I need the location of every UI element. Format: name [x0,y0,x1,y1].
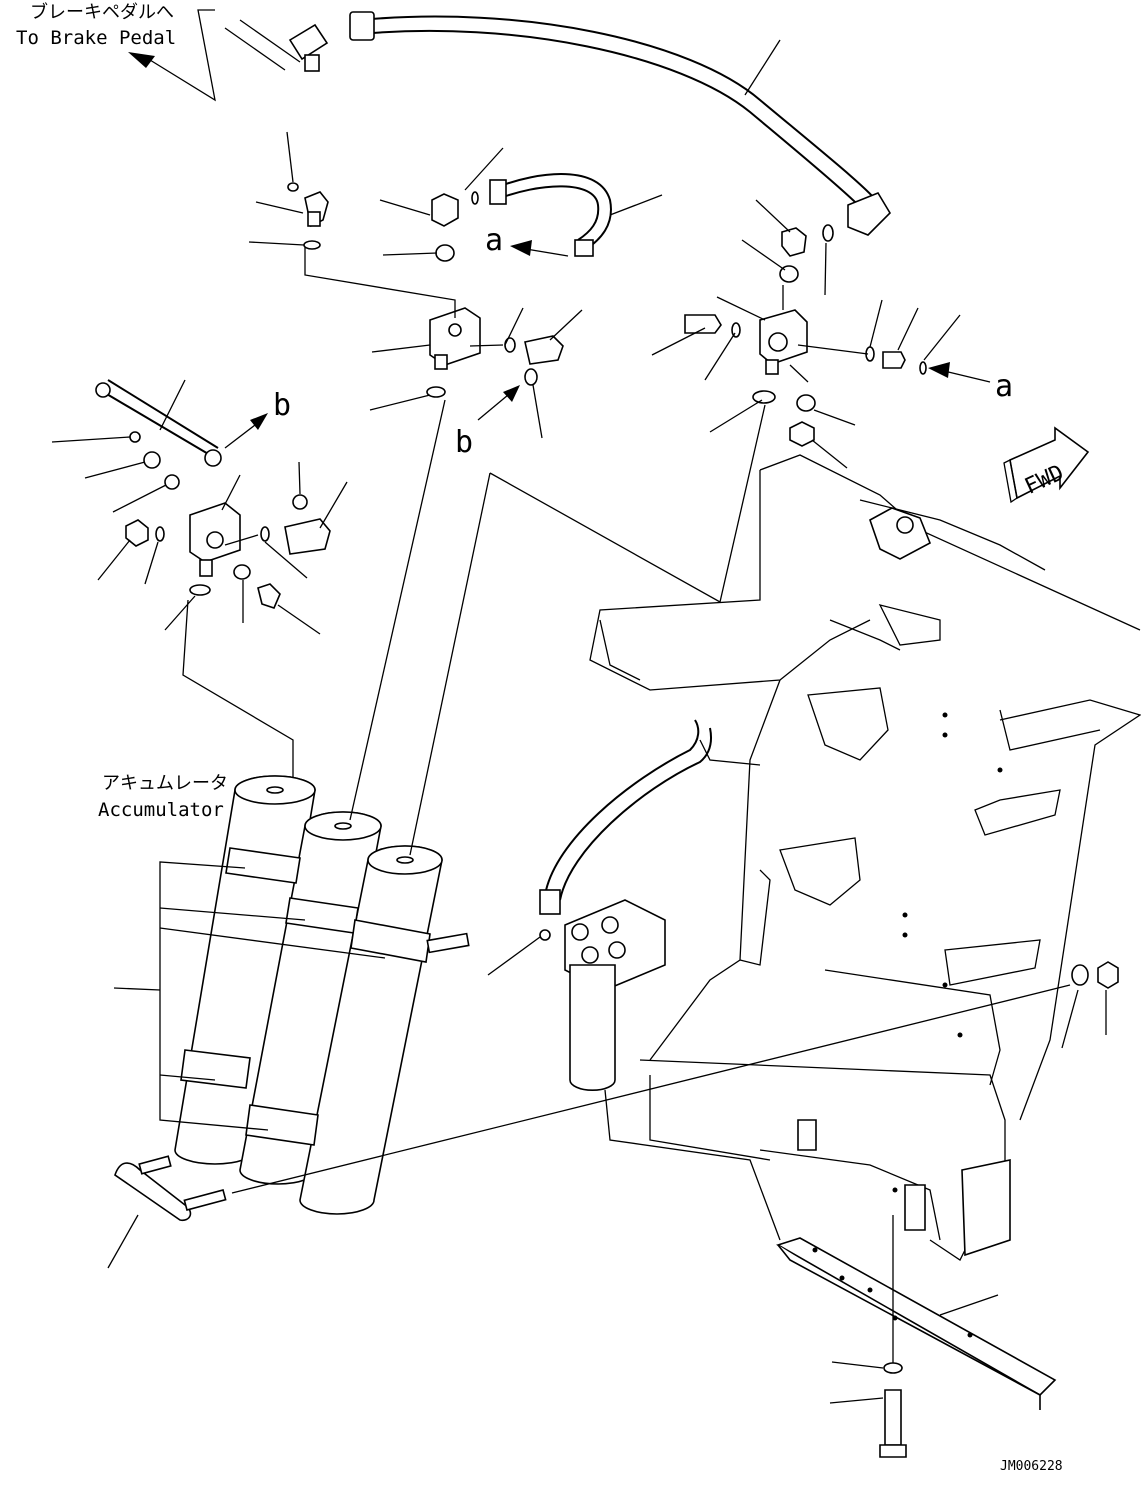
center-adapter [524,335,564,365]
brake-leader-line [149,9,216,102]
brake-arrow-icon [128,52,155,68]
ref-a-arrow-icon-2 [928,362,950,378]
center-valve-block [304,147,583,439]
right-adapter-right [882,351,906,369]
ref-b-arrow-icon-2 [250,413,268,430]
brake-pipe-end [224,19,301,71]
bracket-bar [776,1237,1057,1396]
ref-b-callout-mid: b [455,385,520,460]
small-hose-fitting-b [574,239,594,257]
brake-pedal-label-en: To Brake Pedal [16,27,176,49]
ref-a-label-2: a [995,369,1013,404]
right-elbow-fitting [781,227,807,257]
upper-left-fittings [248,131,329,250]
top-hose [349,11,892,236]
clamp-5 [245,1104,319,1146]
left-sensor [257,583,281,609]
filter-canister [569,964,616,1092]
center-elbow-fitting [431,193,459,227]
ref-b-label-1: b [455,425,473,460]
clamp-3 [350,919,431,963]
right-nut [789,421,815,447]
clamp-1 [225,847,301,884]
clamp-bolt [426,932,470,954]
accumulator-group [113,399,766,1215]
accumulator-label-jp: アキュムレータ [102,773,228,794]
brake-nut [304,54,320,72]
small-hose-fitting-a [489,179,507,205]
hose-end-elbow [847,192,892,236]
accumulator-label-en: Accumulator [98,799,224,821]
hose-fitting-top [349,11,375,41]
drawing-id: JM006228 [1000,1459,1063,1474]
frame-pivot [869,507,932,560]
upper-small-hose: a [485,173,663,258]
fwd-arrow-icon [1009,426,1090,500]
left-elbow-fitting [284,518,331,555]
loose-strap [107,984,1071,1269]
accumulator-callout: アキュムレータ Accumulator [98,773,228,821]
filter-unit [487,719,712,1092]
right-hardware [1061,961,1119,1049]
angle-bracket [776,1215,1057,1458]
right-adapter-left [684,314,722,334]
strap-band [114,1162,192,1222]
fwd-badge: FWD [1003,426,1090,504]
brake-elbow-fitting [288,23,329,61]
brake-pedal-label-jp: ブレーキペダルへ [30,1,174,23]
filter-hose-end [539,889,561,915]
ref-b-arrow-icon-1 [503,385,520,402]
bracket-washer [883,1362,903,1374]
ref-b-label-2: b [273,388,291,423]
right-valve-block: a [651,199,1013,469]
bracket-bolt [884,1389,902,1446]
ref-a-label-1: a [485,223,503,258]
left-pipe: b [95,379,291,467]
frame-structure [589,454,1141,1261]
left-valve-block [51,431,348,780]
ref-a-arrow-icon-1 [510,240,532,256]
brake-pedal-callout: ブレーキペダルへ To Brake Pedal [16,1,329,102]
